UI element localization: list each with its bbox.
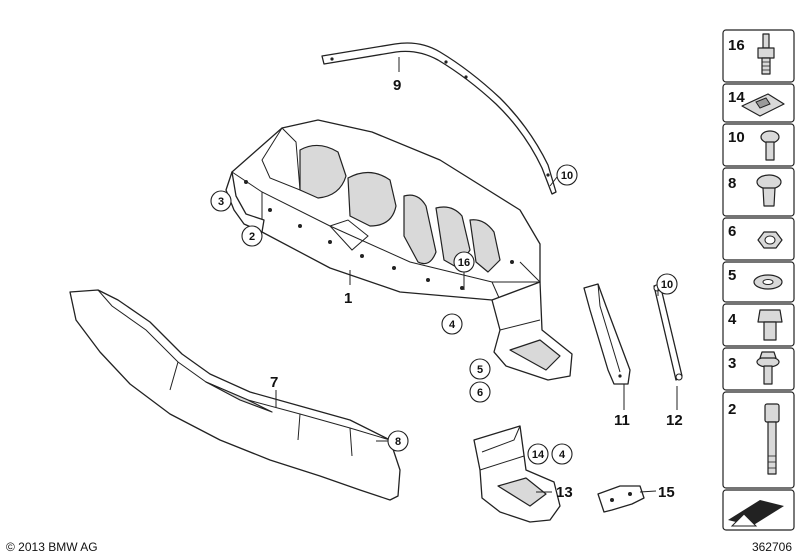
callout-9: 9 (393, 77, 401, 94)
hex-bolt-icon (757, 309, 783, 341)
pan-head-screw-icon (760, 130, 780, 161)
callout-12: 12 (666, 412, 683, 429)
collar-screw-icon (756, 351, 780, 385)
callout-circle-5: 5 (469, 358, 491, 380)
parts-panel-row-10[interactable]: 10 (722, 123, 795, 167)
svg-text:6: 6 (728, 223, 736, 240)
svg-text:10: 10 (561, 170, 573, 182)
expanding-rivet-icon (756, 174, 782, 207)
copyright-notice: © 2013 BMW AG (6, 540, 98, 554)
svg-text:3: 3 (218, 196, 224, 208)
circle-callouts: 3 2 10 16 4 5 6 10 (210, 164, 678, 465)
svg-text:10: 10 (661, 279, 673, 291)
callout-circle-3: 3 (210, 190, 232, 212)
diagram-id: 362706 (751, 540, 792, 554)
svg-text:2: 2 (728, 401, 736, 418)
parts-panel-row-4[interactable]: 4 (722, 303, 795, 347)
hex-nut-icon (757, 231, 783, 249)
callout-circle-10-top: 10 (556, 164, 578, 186)
svg-text:4: 4 (728, 311, 737, 328)
arrow-icon (728, 500, 784, 527)
svg-text:3: 3 (728, 355, 736, 372)
callout-circle-6: 6 (469, 381, 491, 403)
parts-panel-arrow-tile[interactable] (722, 489, 795, 531)
svg-text:2: 2 (249, 231, 255, 243)
svg-text:16: 16 (458, 257, 470, 269)
socket-head-bolt-icon (764, 403, 780, 475)
plain-callouts: 9 1 7 11 12 13 15 (270, 77, 683, 501)
callout-circle-2: 2 (241, 225, 263, 247)
part-12-strut[interactable] (653, 283, 683, 381)
washer-icon (753, 274, 783, 290)
svg-text:8: 8 (728, 175, 736, 192)
callout-11: 11 (614, 412, 630, 429)
callout-circle-8: 8 (387, 430, 409, 452)
svg-text:10: 10 (728, 129, 745, 146)
parts-panel-row-16[interactable]: 16 (722, 29, 795, 83)
part-15-small-bracket[interactable] (597, 485, 645, 513)
svg-text:4: 4 (559, 449, 566, 461)
svg-text:5: 5 (728, 267, 736, 284)
svg-text:6: 6 (477, 387, 483, 399)
parts-panel-row-14[interactable]: 14 (722, 83, 795, 123)
svg-text:8: 8 (395, 436, 401, 448)
part-13-bracket[interactable] (473, 425, 561, 523)
leader-lines (275, 57, 678, 493)
callout-circle-10-strut: 10 (656, 273, 678, 295)
part-11-bracket[interactable] (583, 283, 631, 385)
parts-panel-row-3[interactable]: 3 (722, 347, 795, 391)
part-7-bumper-absorber[interactable] (69, 289, 401, 501)
parts-panel-row-8[interactable]: 8 (722, 167, 795, 217)
callout-circle-16: 16 (453, 251, 475, 273)
part-1-lower-bracket[interactable] (491, 281, 573, 381)
svg-text:14: 14 (728, 89, 745, 106)
clip-nut-icon (741, 93, 785, 117)
callout-1: 1 (344, 290, 352, 307)
callout-circle-14: 14 (527, 443, 549, 465)
svg-text:4: 4 (449, 319, 456, 331)
svg-text:16: 16 (728, 37, 745, 54)
callout-7: 7 (270, 374, 278, 391)
svg-text:14: 14 (532, 449, 545, 461)
callout-circle-4-bracket: 4 (551, 443, 573, 465)
parts-panel-row-5[interactable]: 5 (722, 261, 795, 303)
callout-13: 13 (556, 484, 573, 501)
part-1-front-panel-carrier[interactable] (231, 119, 541, 301)
stud-bolt-icon (757, 33, 775, 75)
parts-panel-row-6[interactable]: 6 (722, 217, 795, 261)
parts-panel: 16 14 10 (722, 29, 795, 531)
parts-panel-row-2[interactable]: 2 (722, 391, 795, 489)
part-9-upper-brace[interactable] (321, 42, 557, 195)
callout-circle-4-carrier: 4 (441, 313, 463, 335)
svg-text:5: 5 (477, 364, 483, 376)
callout-15: 15 (658, 484, 675, 501)
